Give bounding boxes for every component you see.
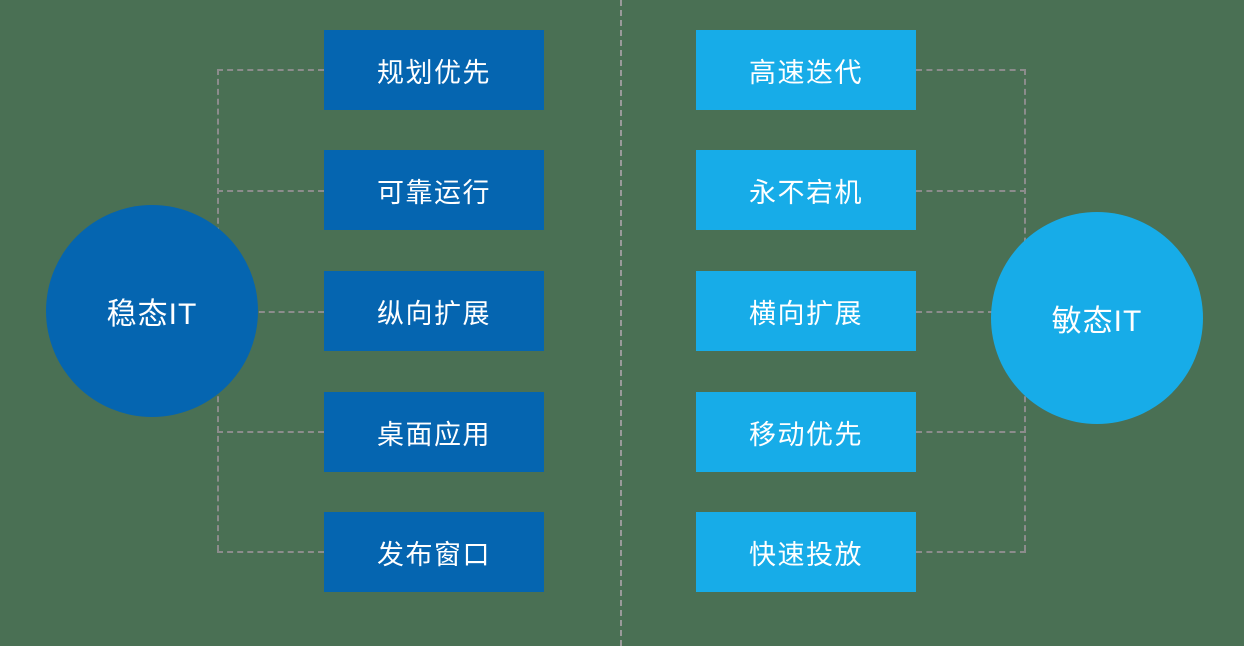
right-item-box-1[interactable]: 高速迭代 bbox=[696, 30, 916, 110]
right-connector-branch-2 bbox=[916, 190, 1026, 192]
left-hub-label: 稳态IT bbox=[106, 298, 198, 331]
left-item-label-2: 可靠运行 bbox=[377, 177, 491, 208]
left-item-label-4: 桌面应用 bbox=[377, 419, 491, 450]
right-connector-branch-4 bbox=[916, 431, 1026, 433]
left-connector-branch-5 bbox=[217, 551, 324, 553]
left-item-label-3: 纵向扩展 bbox=[377, 298, 491, 329]
left-connector-branch-1 bbox=[217, 69, 324, 71]
right-item-label-3: 横向扩展 bbox=[749, 298, 863, 329]
right-item-label-2: 永不宕机 bbox=[749, 177, 863, 208]
right-item-box-5[interactable]: 快速投放 bbox=[696, 512, 916, 592]
left-connector-branch-2 bbox=[217, 190, 324, 192]
right-item-box-3[interactable]: 横向扩展 bbox=[696, 271, 916, 351]
left-hub-circle[interactable]: 稳态IT bbox=[46, 205, 258, 417]
right-hub-label: 敏态IT bbox=[1051, 305, 1143, 338]
left-item-box-5[interactable]: 发布窗口 bbox=[324, 512, 544, 592]
left-item-label-1: 规划优先 bbox=[377, 57, 491, 88]
left-item-box-1[interactable]: 规划优先 bbox=[324, 30, 544, 110]
left-item-label-5: 发布窗口 bbox=[377, 539, 491, 570]
right-item-label-4: 移动优先 bbox=[749, 419, 863, 450]
right-connector-branch-1 bbox=[916, 69, 1026, 71]
left-item-box-2[interactable]: 可靠运行 bbox=[324, 150, 544, 230]
right-item-label-1: 高速迭代 bbox=[749, 57, 863, 88]
right-item-label-5: 快速投放 bbox=[749, 539, 863, 570]
center-divider bbox=[620, 0, 622, 646]
right-item-box-4[interactable]: 移动优先 bbox=[696, 392, 916, 472]
left-item-box-4[interactable]: 桌面应用 bbox=[324, 392, 544, 472]
right-hub-circle[interactable]: 敏态IT bbox=[991, 212, 1203, 424]
right-connector-branch-5 bbox=[916, 551, 1026, 553]
right-item-box-2[interactable]: 永不宕机 bbox=[696, 150, 916, 230]
left-connector-branch-4 bbox=[217, 431, 324, 433]
left-item-box-3[interactable]: 纵向扩展 bbox=[324, 271, 544, 351]
